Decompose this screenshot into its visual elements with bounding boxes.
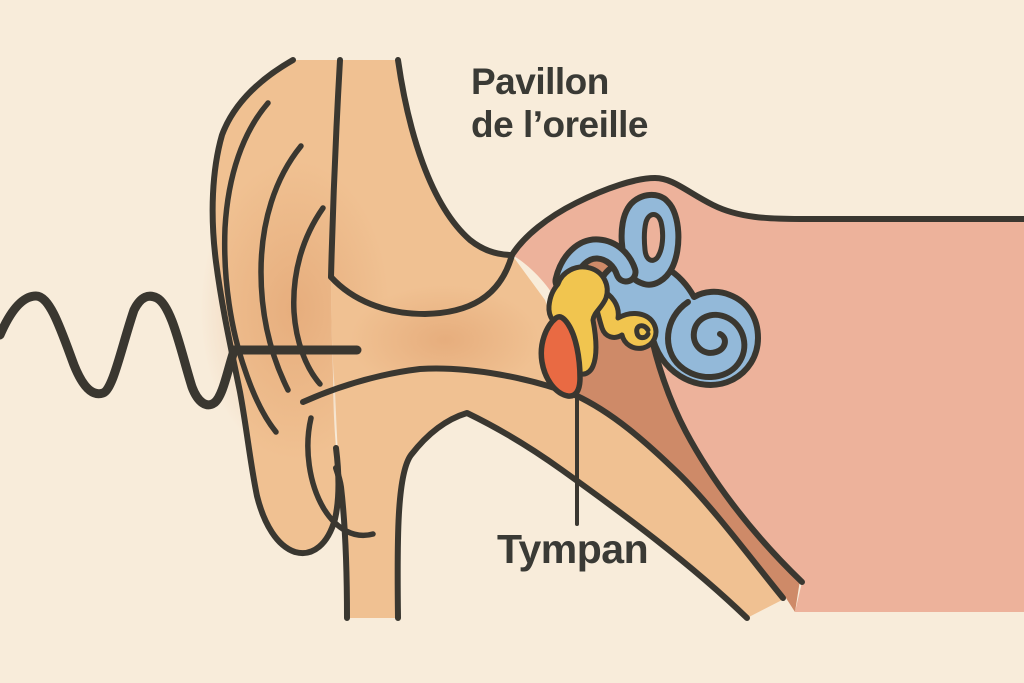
semicircular-canal-loop — [618, 191, 682, 288]
middle-ear-cavity — [545, 258, 800, 612]
sound-wave-icon — [0, 291, 362, 410]
semicircular-canal-arch — [552, 236, 639, 294]
eardrum-shape — [538, 314, 583, 399]
outline-strokes — [209, 57, 1024, 621]
cochlea-spiral — [665, 299, 748, 381]
stapes-curl — [634, 323, 651, 341]
title-line-2: de l’oreille — [471, 104, 649, 145]
ossicles-shape — [546, 264, 659, 377]
tympan-label: Tympan — [497, 526, 649, 572]
title-line-1: Pavillon — [471, 61, 609, 102]
diagram-title: Pavillon de l’oreille — [471, 60, 649, 146]
